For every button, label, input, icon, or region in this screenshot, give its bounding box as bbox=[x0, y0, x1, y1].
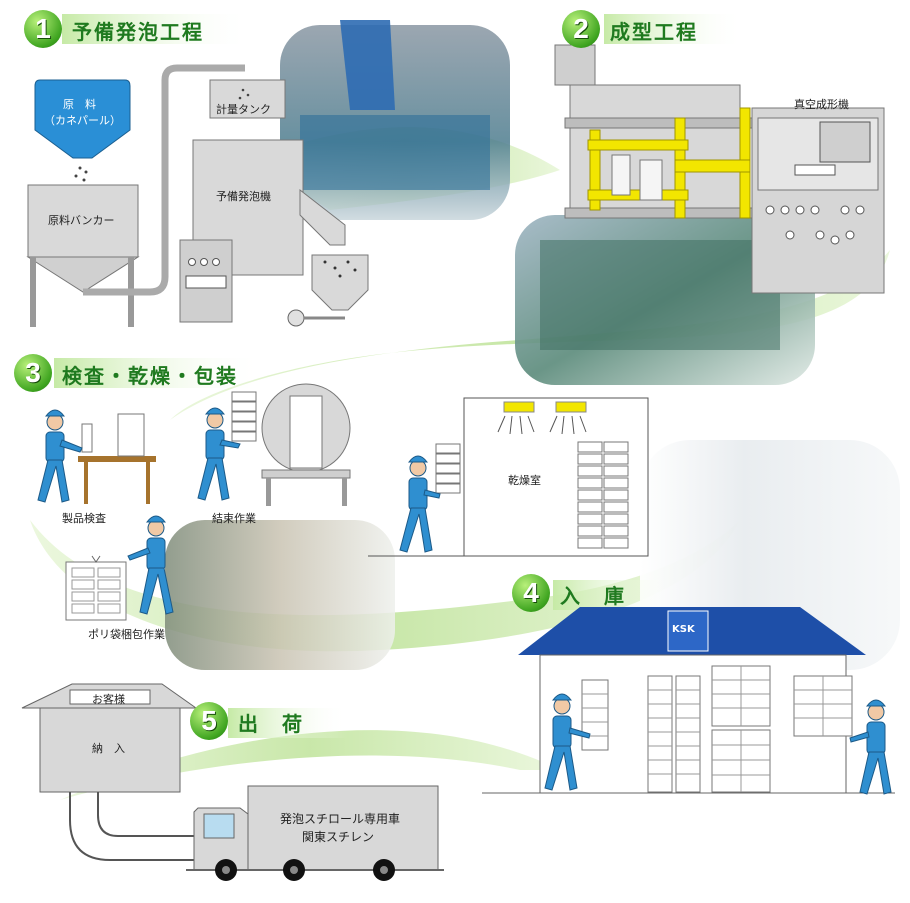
worker-binding bbox=[197, 407, 241, 501]
binding-work-label: 結束作業 bbox=[212, 512, 256, 525]
vacuum-molder-label: 真空成形機 bbox=[794, 98, 849, 111]
worker-storage-right bbox=[849, 699, 892, 795]
truck-label-line2: 関東スチレン bbox=[302, 830, 375, 844]
metering-tank-label: 計量タンク bbox=[216, 103, 271, 116]
customer-label: お客様 bbox=[92, 693, 125, 706]
drying-room-label: 乾燥室 bbox=[508, 474, 541, 487]
pre-expander-label: 予備発泡機 bbox=[216, 190, 271, 203]
raw-material-hopper bbox=[34, 79, 131, 159]
raw-hopper-label: 原料バンカー bbox=[48, 214, 115, 227]
factory-photo-3 bbox=[165, 520, 395, 670]
metering-tank bbox=[209, 79, 286, 119]
worker-drying bbox=[399, 455, 441, 553]
step-title-2: 成型工程 bbox=[610, 20, 698, 44]
step-title-4: 入 庫 bbox=[560, 584, 626, 608]
customer-building bbox=[39, 707, 181, 793]
step-title-1: 予備発泡工程 bbox=[72, 20, 204, 44]
worker-inspection bbox=[37, 409, 83, 503]
worker-packing bbox=[127, 515, 174, 615]
worker-storage-left bbox=[544, 693, 591, 791]
poly-packing-label: ポリ袋梱包作業 bbox=[88, 628, 165, 641]
transfer-pipe bbox=[83, 64, 245, 296]
step-number-5: 5 bbox=[190, 702, 228, 740]
step-title-3: 検査・乾燥・包装 bbox=[62, 364, 238, 388]
ksk-logo: KSK bbox=[672, 624, 695, 635]
step-number-3: 3 bbox=[14, 354, 52, 392]
ksk-sign bbox=[667, 610, 709, 652]
delivery-road bbox=[69, 792, 200, 861]
step-number-2: 2 bbox=[562, 10, 600, 48]
step-title-5: 出 荷 bbox=[238, 712, 304, 736]
raw-material-label: 原 料 bbox=[63, 98, 96, 111]
step-number-4: 4 bbox=[512, 574, 550, 612]
yellow-clamp-frame bbox=[587, 107, 751, 219]
step-number-1: 1 bbox=[24, 10, 62, 48]
truck-label-line1: 発泡スチロール専用車 bbox=[280, 812, 401, 826]
product-inspection-label: 製品検査 bbox=[62, 512, 106, 525]
delivery-label: 納 入 bbox=[92, 742, 125, 755]
flow-path-4-5 bbox=[60, 730, 560, 800]
raw-material-sub-label: （カネパール） bbox=[44, 114, 121, 127]
raw-hopper-bunker bbox=[27, 184, 139, 258]
